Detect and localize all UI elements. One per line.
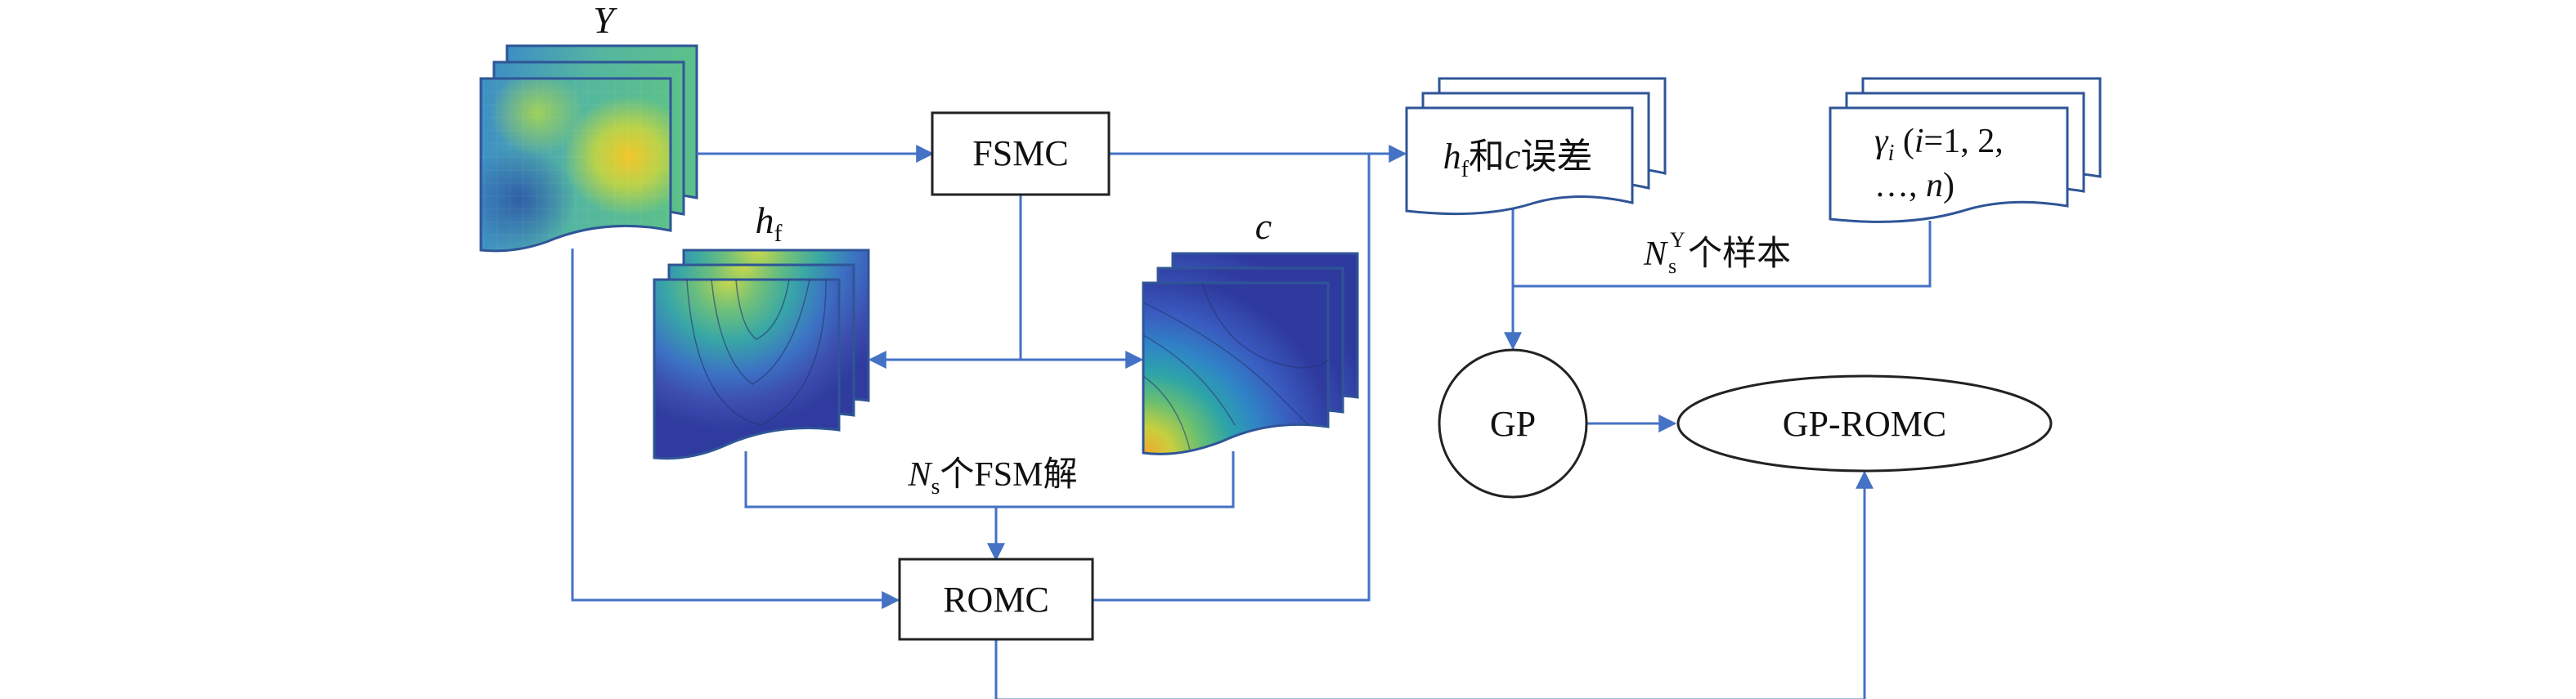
- fsmc-box: FSMC: [931, 111, 1111, 196]
- gamma-doc-stack: γi (i=1, 2, …, n): [1829, 77, 2102, 223]
- gamma-doc-sheet-front: [1829, 106, 2069, 223]
- gp-romc-node: GP-ROMC: [1676, 374, 2053, 473]
- error-doc-sheet-front: [1405, 106, 1634, 216]
- svg-text:Y: Y: [1670, 228, 1685, 252]
- romc-label: ROMC: [943, 580, 1049, 620]
- svg-text:个样本: 个样本: [1688, 235, 1791, 273]
- ns-y-samples-label: N Y s 个样本: [1643, 228, 1791, 278]
- connector-gamma-doc-to-gp: [1504, 221, 1932, 351]
- c-field-label: c: [1255, 205, 1272, 247]
- hf-field-sheet-front: [653, 278, 841, 460]
- c-field-sheet-front: [1142, 281, 1330, 455]
- svg-text:s: s: [1668, 254, 1676, 278]
- hf-field-label: hf: [756, 199, 783, 247]
- connector-romc-to-gp-romc: [994, 470, 1874, 699]
- gamma-doc-line1: γi (i=1, 2,: [1874, 123, 2004, 166]
- hf-field-stack: hf: [653, 199, 870, 460]
- romc-box: ROMC: [898, 558, 1094, 641]
- y-field-label: Y: [593, 0, 617, 41]
- y-field-stack: Y: [479, 0, 698, 253]
- gp-romc-label: GP-ROMC: [1783, 404, 1947, 444]
- connector-fields-bracket: [744, 451, 1235, 509]
- connectors: [571, 145, 1932, 699]
- y-field-sheet-front: [479, 77, 672, 253]
- svg-text:N: N: [1643, 235, 1668, 273]
- error-doc-stack: hf和c误差: [1405, 77, 1667, 216]
- fsmc-label: FSMC: [972, 133, 1068, 173]
- gp-label: GP: [1490, 404, 1536, 444]
- gamma-doc-line2: …, n): [1874, 167, 1954, 204]
- gp-node: GP: [1438, 348, 1588, 499]
- ns-fsm-solutions-label: Ns个FSM解: [908, 456, 1078, 500]
- connector-y-to-romc: [571, 249, 900, 609]
- error-doc-label: hf和c误差: [1443, 137, 1593, 182]
- connector-romc-to-error-doc: [1093, 154, 1371, 602]
- c-field-stack: c: [1142, 205, 1359, 455]
